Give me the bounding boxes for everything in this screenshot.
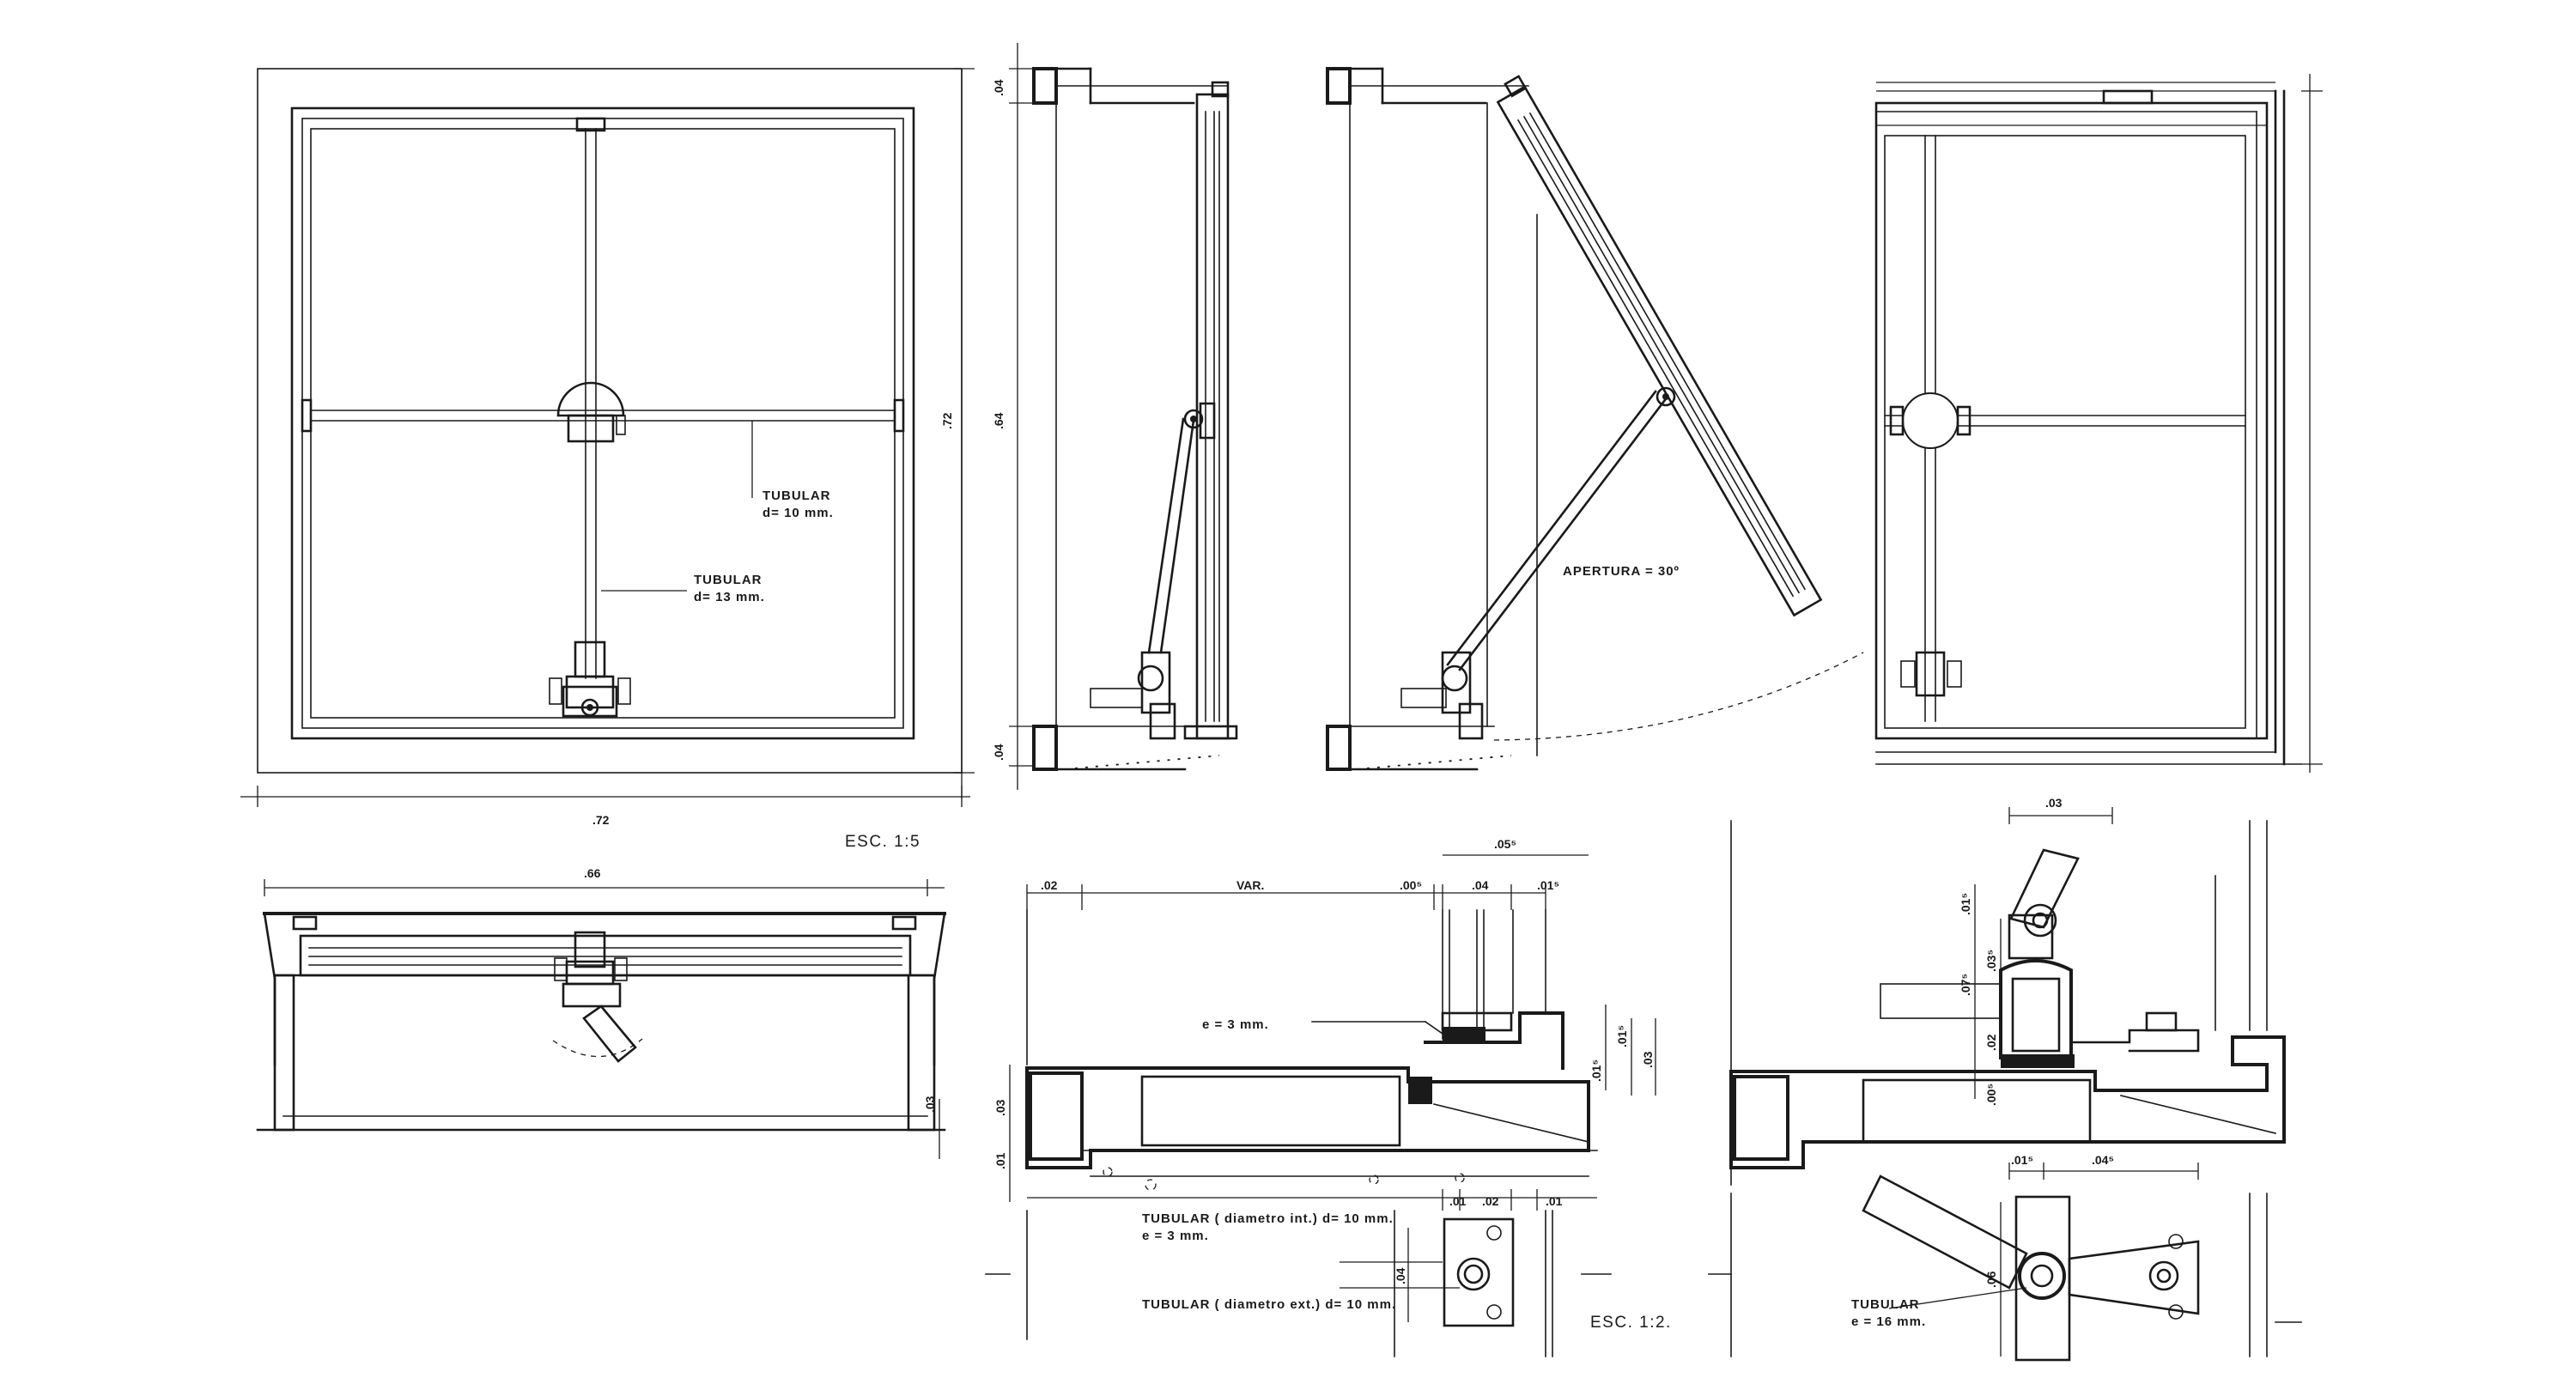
hinge-dim-015b: .01⁵ [2011, 1153, 2033, 1167]
hinge-tubular-label: TUBULAR [1851, 1297, 1920, 1312]
hinge-dim-03: .03 [2045, 796, 2063, 810]
hinge-dim-005: .00⁵ [1984, 1084, 1998, 1106]
closed-bottom-dimension: .04 [992, 744, 1005, 761]
rear-elevation-view [1874, 74, 2323, 773]
tubular-external-label: TUBULAR ( diametro ext.) d= 10 mm. [1142, 1297, 1396, 1312]
elevation-width-dimension: .72 [592, 813, 610, 827]
plan-sill-dimension: .03 [923, 1096, 937, 1113]
section-closed-view: .04 .64 .04 [992, 43, 1238, 790]
tubular-horizontal-label: TUBULAR [762, 489, 831, 503]
section-open-view: APERTURA = 30º [1326, 67, 1864, 771]
sill-thickness-label: e = 3 mm. [1202, 1017, 1269, 1032]
sill-dim-var: VAR. [1236, 878, 1264, 892]
plan-detail-dim-04: .04 [1394, 1267, 1407, 1284]
plan-view: .66 .03 [256, 866, 946, 1159]
tubular-horizontal-diameter-label: d= 10 mm. [762, 506, 834, 520]
plan-detail-dim-02: .02 [1482, 1194, 1499, 1208]
sill-dim-04: .04 [1472, 878, 1489, 892]
scale-label-top: ESC. 1:5 [845, 833, 920, 851]
hinge-tubular-thickness: e = 16 mm. [1851, 1314, 1926, 1329]
plan-width-dimension: .66 [584, 866, 601, 880]
tubular-vertical-label: TUBULAR [694, 573, 762, 587]
sill-dim-055: .05⁵ [1494, 837, 1516, 851]
sill-detail-view: .02 VAR. .00⁵ .04 .01⁵ .05⁵ e = 3 mm. [993, 837, 1656, 1202]
front-elevation-view: TUBULAR d= 10 mm. TUBULAR d= 13 mm. .72 … [240, 68, 975, 827]
tubular-internal-thickness: e = 3 mm. [1142, 1229, 1209, 1243]
scale-label-bottom: ESC. 1:2. [1590, 1314, 1672, 1332]
plan-detail-view: .01 .02 .01 .04 TUBULAR ( diametro int.)… [985, 1189, 1612, 1357]
plan-detail-dim-01a: .01 [1449, 1194, 1467, 1208]
plan-detail-dim-01b: .01 [1546, 1194, 1563, 1208]
sill-right-015b: .01⁵ [1615, 1025, 1629, 1047]
sill-dim-005: .00⁵ [1400, 878, 1422, 892]
sill-right-03: .03 [1641, 1051, 1655, 1068]
sill-dim-015: .01⁵ [1537, 878, 1559, 892]
hinge-dim-045: .04⁵ [2092, 1153, 2114, 1167]
opening-angle-label: APERTURA = 30º [1563, 564, 1680, 579]
hinge-dim-02: .02 [1984, 1034, 1998, 1051]
elevation-height-dimension: .72 [940, 412, 954, 429]
hinge-dim-035: .03⁵ [1984, 950, 1998, 972]
hinge-detail-view: .03 .01⁵ .07⁵ .03⁵ .02 .00⁵ .01 [1708, 796, 2302, 1362]
hinge-dim-075: .07⁵ [1959, 974, 1972, 996]
sill-left-01: .01 [993, 1152, 1007, 1169]
sill-dim-02: .02 [1041, 878, 1058, 892]
tubular-internal-label: TUBULAR ( diametro int.) d= 10 mm. [1142, 1211, 1394, 1226]
closed-top-dimension: .04 [992, 79, 1005, 96]
closed-middle-dimension: .64 [992, 412, 1005, 429]
hinge-dim-06: .06 [1984, 1271, 1998, 1288]
sill-right-015a: .01⁵ [1589, 1059, 1603, 1082]
sill-left-03: .03 [993, 1099, 1007, 1116]
hinge-dim-015: .01⁵ [1959, 893, 1972, 915]
tubular-vertical-diameter-label: d= 13 mm. [694, 590, 765, 604]
